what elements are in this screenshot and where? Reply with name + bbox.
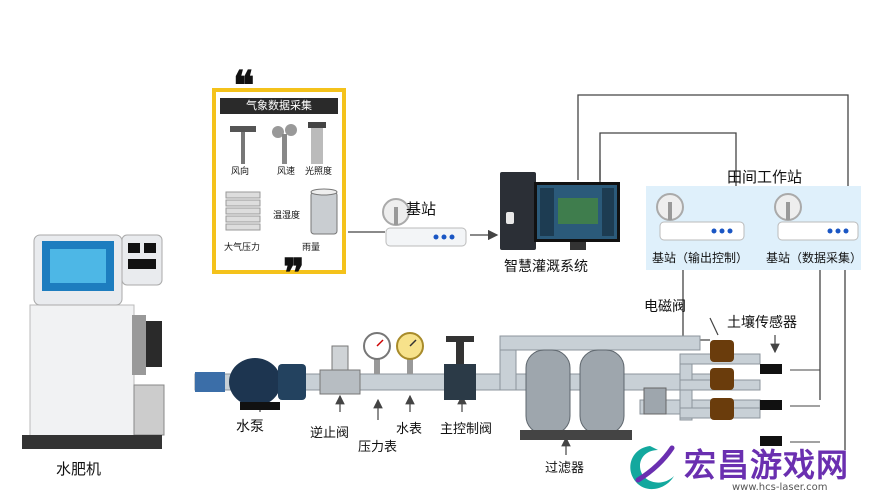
weather-item-label: 温湿度 xyxy=(273,211,301,221)
weather-item-label: 风速 xyxy=(277,167,296,177)
pipeline-diagram xyxy=(194,332,782,446)
soil-sensor-icon xyxy=(760,364,782,446)
base-station-label: 基站 xyxy=(406,200,437,218)
base-station-router-icon xyxy=(382,198,467,247)
weather-item-label: 光照度 xyxy=(305,167,333,177)
pump-icon xyxy=(229,358,306,410)
weather-item-label: 大气压力 xyxy=(224,243,261,253)
fertigation-machine-icon xyxy=(22,234,165,449)
rain-gauge-icon xyxy=(310,188,338,235)
station-data-label: 基站（数据采集） xyxy=(766,251,863,265)
watermark-url: www.hcs-laser.com xyxy=(732,482,828,493)
field-station-routers xyxy=(656,193,859,241)
fertigation-label: 水肥机 xyxy=(56,460,102,478)
watermark-brand: 宏昌游戏网 xyxy=(684,446,850,484)
main-valve-label: 主控制阀 xyxy=(440,422,493,437)
system-label: 智慧灌溉系统 xyxy=(504,259,588,275)
anemometer-icon xyxy=(272,124,297,164)
wind-vane-icon xyxy=(230,126,256,164)
watermark-logo-icon xyxy=(630,445,675,490)
pressure-gauge-icon xyxy=(363,332,391,374)
soil-sensor-label: 土壤传感器 xyxy=(727,315,797,331)
router-data-icon xyxy=(774,193,859,241)
filter-label: 过滤器 xyxy=(545,461,585,476)
router-output-icon xyxy=(656,193,745,241)
water-meter-label: 水表 xyxy=(396,422,423,437)
filter-icon xyxy=(520,349,632,440)
weather-instruments xyxy=(225,122,338,235)
pump-label: 水泵 xyxy=(236,419,264,435)
light-sensor-icon xyxy=(308,122,326,164)
pressure-gauge-label: 压力表 xyxy=(358,440,398,455)
solenoid-label: 电磁阀 xyxy=(644,299,686,315)
humidity-shield-icon xyxy=(225,191,261,231)
water-meter-icon xyxy=(396,332,424,374)
check-valve-label: 逆止阀 xyxy=(310,426,350,441)
station-output-label: 基站（输出控制） xyxy=(652,251,749,265)
weather-item-label: 雨量 xyxy=(302,243,321,253)
quote-open-icon: ❝ xyxy=(233,62,255,109)
check-valve-icon xyxy=(319,345,361,395)
weather-panel-title: 气象数据采集 xyxy=(220,98,338,114)
main-valve-icon xyxy=(444,336,476,400)
quote-close-icon: ❞ xyxy=(283,250,305,297)
field-station-label: 田间工作站 xyxy=(727,168,803,186)
computer-icon xyxy=(500,172,620,250)
solenoid-valve-icon xyxy=(710,340,734,420)
weather-item-label: 风向 xyxy=(231,167,250,177)
weather-panel: 气象数据采集 xyxy=(212,88,346,274)
